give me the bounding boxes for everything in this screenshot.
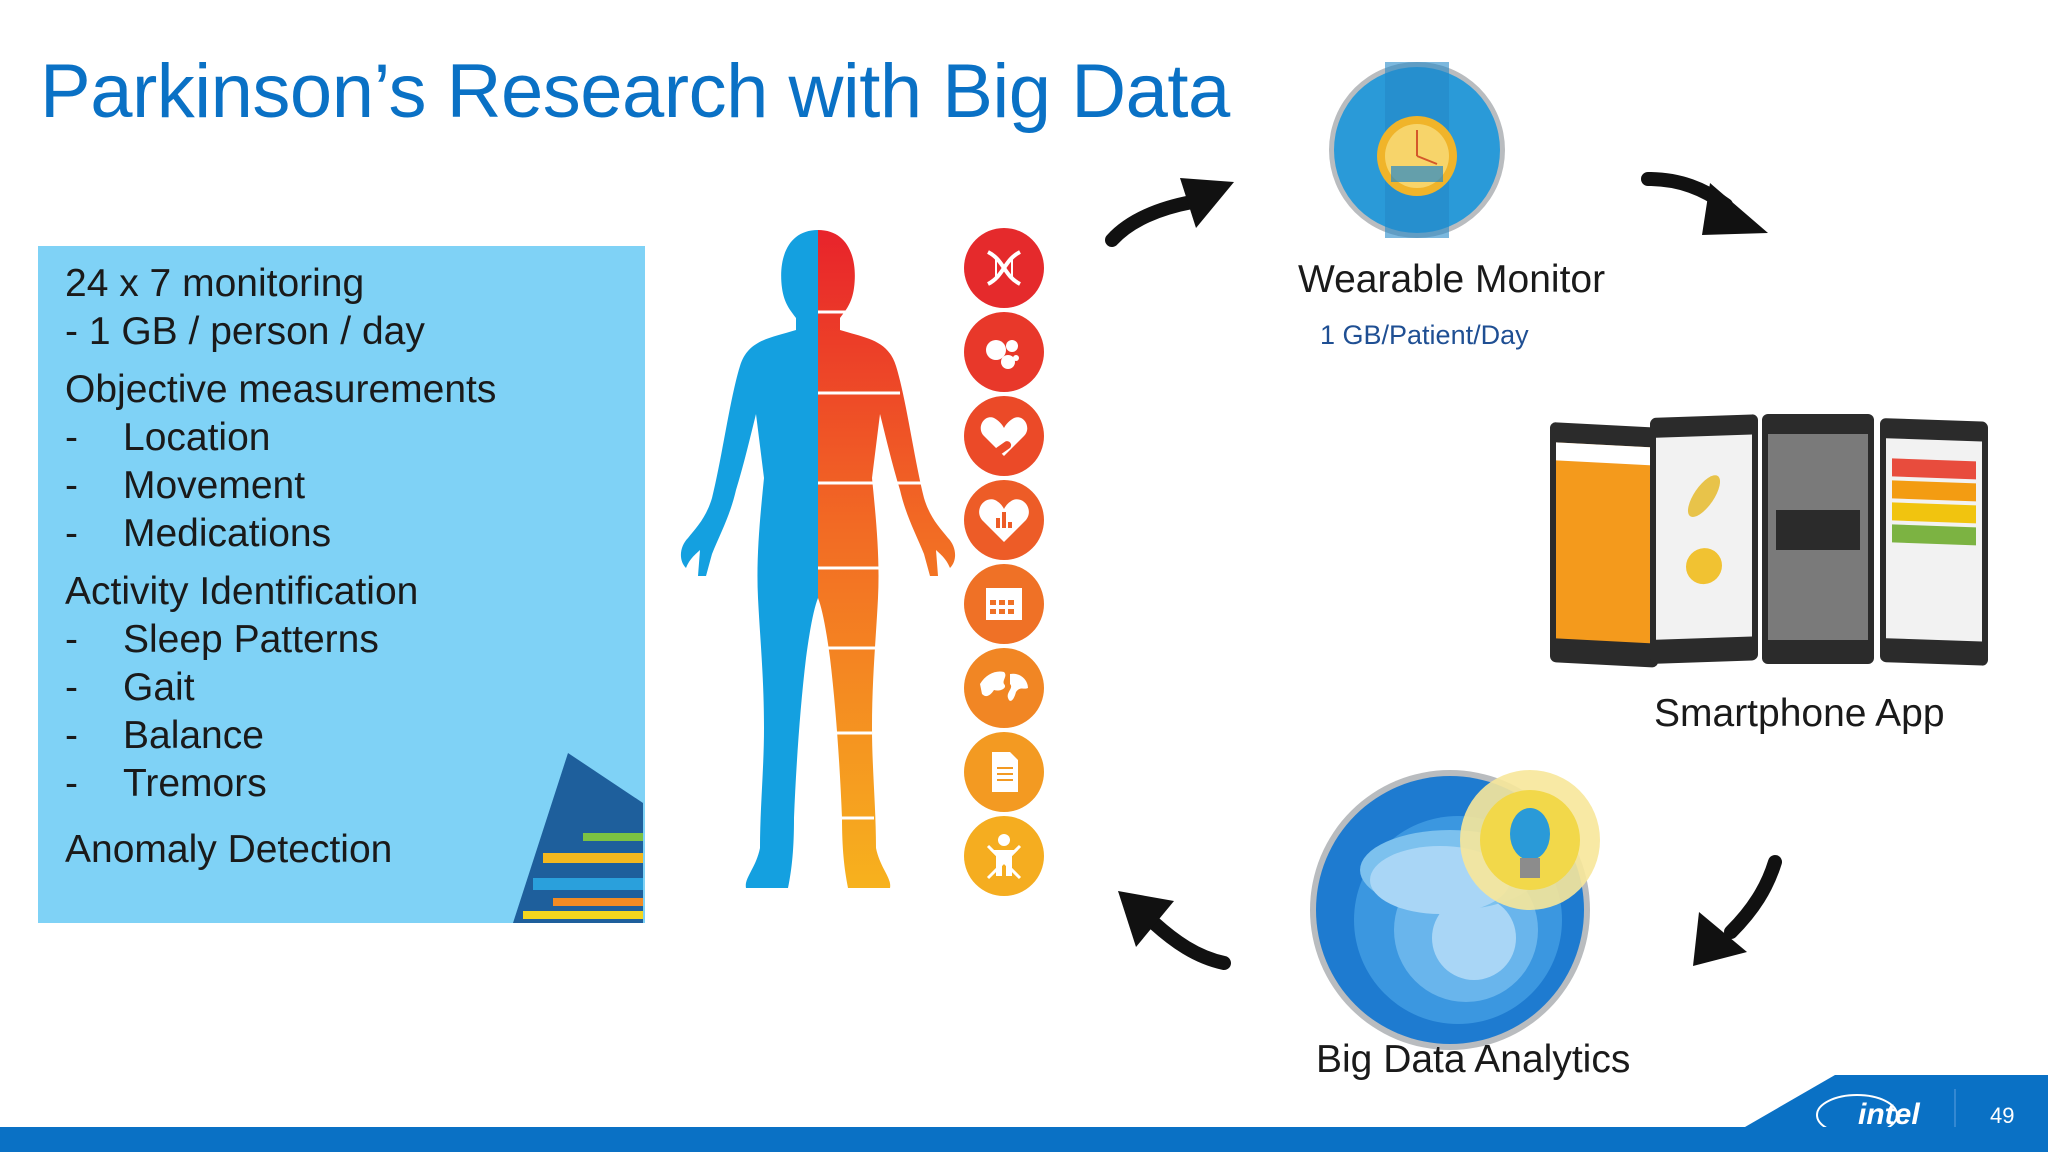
list-item: -Medications xyxy=(65,512,332,555)
cells-icon xyxy=(964,312,1044,392)
list-item: -Sleep Patterns xyxy=(65,618,379,661)
person-x-icon xyxy=(964,816,1044,896)
arrow-to-wearable xyxy=(1105,178,1234,247)
group-monitoring: 24 x 7 monitoring - 1 GB / person / day xyxy=(65,260,496,356)
group-heading: Objective measurements xyxy=(65,368,497,411)
heart-chart-icon xyxy=(964,480,1044,560)
decorative-pattern xyxy=(513,753,643,923)
pill-heart-icon xyxy=(964,396,1044,476)
smartphone-app-image xyxy=(1550,414,1988,668)
group-line: - 1 GB / person / day xyxy=(65,310,425,353)
list-item: -Movement xyxy=(65,464,306,507)
page-number: 49 xyxy=(1990,1103,2015,1128)
group-activity: Activity Identification -Sleep Patterns … xyxy=(65,568,496,808)
big-data-analytics-image xyxy=(1310,770,1600,1050)
group-heading: Activity Identification xyxy=(65,570,419,613)
wearable-data-rate: 1 GB/Patient/Day xyxy=(1320,320,1529,350)
intel-logo: intel xyxy=(1858,1098,1920,1131)
list-item: -Balance xyxy=(65,714,264,757)
footer-bar xyxy=(0,1127,2048,1152)
group-anomaly: Anomaly Detection xyxy=(65,826,496,874)
big-data-analytics-label: Big Data Analytics xyxy=(1316,1038,1631,1081)
list-item: -Tremors xyxy=(65,762,267,805)
calendar-icon xyxy=(964,564,1044,644)
smartphone-app-label: Smartphone App xyxy=(1654,692,1945,735)
list-item: -Gait xyxy=(65,666,195,709)
wearable-monitor-label: Wearable Monitor xyxy=(1298,258,1606,301)
human-body-figure xyxy=(680,230,956,888)
list-item: -Location xyxy=(65,416,271,459)
group-heading: 24 x 7 monitoring xyxy=(65,262,365,305)
group-objective: Objective measurements -Location -Moveme… xyxy=(65,366,496,558)
slide-title: Parkinson’s Research with Big Data xyxy=(40,49,1230,134)
arrow-to-body xyxy=(1118,891,1231,970)
document-icon xyxy=(964,732,1044,812)
group-heading: Anomaly Detection xyxy=(65,828,393,871)
arrow-to-smartphone xyxy=(1641,172,1768,235)
arrow-to-analytics xyxy=(1693,855,1782,966)
footer-tab xyxy=(1745,1075,2048,1127)
dna-icon xyxy=(964,228,1044,308)
info-text: 24 x 7 monitoring - 1 GB / person / day … xyxy=(65,260,496,882)
globe-icon xyxy=(964,648,1044,728)
wearable-monitor-image xyxy=(1329,62,1505,238)
info-box: 24 x 7 monitoring - 1 GB / person / day … xyxy=(38,246,645,923)
